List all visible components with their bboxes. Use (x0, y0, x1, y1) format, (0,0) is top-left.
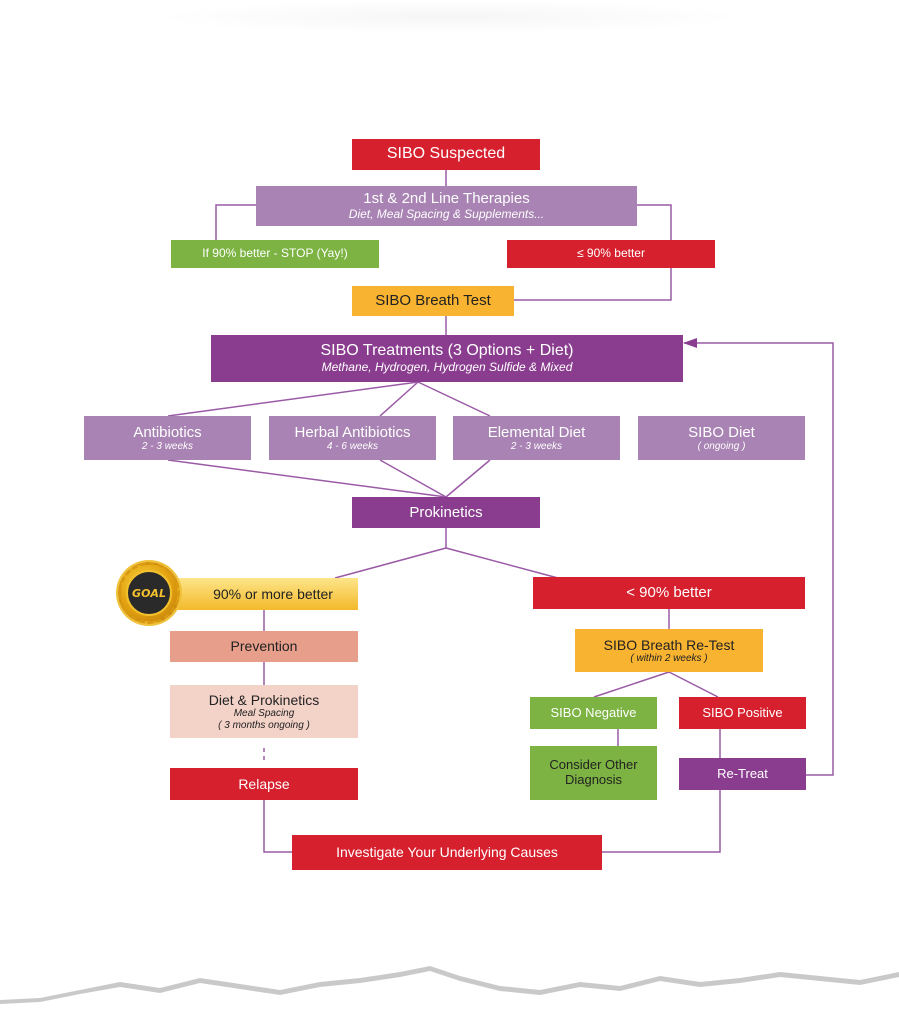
connector-elemental-prokinetics (445, 459, 491, 498)
prevention-label: Prevention (230, 638, 298, 655)
sibo-negative-node: SIBO Negative (530, 697, 657, 729)
le90-label: ≤ 90% better (577, 246, 645, 261)
relapse-label: Relapse (238, 775, 290, 792)
lt90-node: < 90% better (533, 577, 805, 609)
diet-prokinetics-line2: ( 3 months ongoing ) (218, 719, 310, 731)
better90-label: 90% or more better (213, 585, 333, 602)
stop-node: If 90% better - STOP (Yay!) (171, 240, 379, 268)
sibo-diet-title: SIBO Diet (688, 423, 755, 441)
treatments-subtitle: Methane, Hydrogen, Hydrogen Sulfide & Mi… (321, 359, 573, 374)
therapies-node: 1st & 2nd Line Therapies Diet, Meal Spac… (256, 186, 637, 226)
sibo-negative-label: SIBO Negative (550, 704, 637, 720)
herbal-antibiotics-title: Herbal Antibiotics (294, 423, 411, 441)
consider-other-label: Consider Other Diagnosis (549, 757, 638, 787)
sibo-diet-subtitle: ( ongoing ) (697, 440, 746, 452)
goal-badge-icon: GOAL (118, 562, 180, 624)
connector-relapse-investigate (263, 800, 292, 853)
connector-retest-negative (593, 671, 670, 698)
sibo-suspected-label: SIBO Suspected (386, 145, 506, 163)
sibo-positive-label: SIBO Positive (702, 704, 783, 720)
sibo-positive-node: SIBO Positive (679, 697, 806, 729)
connector-treatments-elemental (417, 381, 491, 417)
therapies-subtitle: Diet, Meal Spacing & Supplements... (348, 206, 545, 221)
le90-node: ≤ 90% better (507, 240, 715, 268)
better90-node: 90% or more better (170, 578, 358, 610)
antibiotics-title: Antibiotics (133, 423, 202, 441)
torn-paper-edge (0, 966, 899, 1024)
connector-le90-breathtest (514, 268, 672, 301)
top-shadow (150, 0, 750, 34)
connector-treatments-antibiotics (167, 381, 419, 417)
stop-label: If 90% better - STOP (Yay!) (202, 246, 348, 261)
connector-retreat-loop (683, 338, 834, 776)
antibiotics-node: Antibiotics 2 - 3 weeks (84, 416, 251, 460)
connector-split-right (445, 547, 559, 579)
treatments-title: SIBO Treatments (3 Options + Diet) (320, 342, 574, 360)
connector-herbal-prokinetics (379, 459, 447, 498)
prokinetics-node: Prokinetics (352, 497, 540, 528)
antibiotics-subtitle: 2 - 3 weeks (141, 440, 194, 452)
connector-investigate-retreat (602, 790, 721, 853)
therapies-title: 1st & 2nd Line Therapies (363, 190, 530, 208)
retreat-node: Re-Treat (679, 758, 806, 790)
retreat-label: Re-Treat (717, 765, 768, 781)
investigate-label: Investigate Your Underlying Causes (336, 844, 558, 861)
prevention-node: Prevention (170, 631, 358, 662)
retest-node: SIBO Breath Re-Test ( within 2 weeks ) (575, 629, 763, 672)
goal-badge-label: GOAL (132, 586, 166, 600)
retest-title: SIBO Breath Re-Test (603, 636, 735, 653)
connector-retest-positive (668, 671, 719, 698)
sibo-diet-node: SIBO Diet ( ongoing ) (638, 416, 805, 460)
elemental-diet-subtitle: 2 - 3 weeks (510, 440, 563, 452)
investigate-node: Investigate Your Underlying Causes (292, 835, 602, 870)
diet-prokinetics-title: Diet & Prokinetics (208, 691, 320, 708)
diet-prokinetics-line1: Meal Spacing (233, 708, 295, 720)
retest-subtitle: ( within 2 weeks ) (630, 652, 708, 664)
elemental-diet-node: Elemental Diet 2 - 3 weeks (453, 416, 620, 460)
breath-test-label: SIBO Breath Test (375, 292, 491, 310)
lt90-label: < 90% better (626, 584, 712, 602)
connector-treatments-herbal (379, 381, 419, 417)
elemental-diet-title: Elemental Diet (487, 423, 586, 441)
connector-therapies-stop (215, 204, 256, 240)
connector-split-left (334, 547, 447, 579)
sibo-suspected-node: SIBO Suspected (352, 139, 540, 170)
connector-therapies-le90 (637, 204, 672, 240)
connector-antibiotics-prokinetics (167, 459, 447, 498)
consider-other-node: Consider Other Diagnosis (530, 746, 657, 800)
diet-prokinetics-node: Diet & Prokinetics Meal Spacing ( 3 mont… (170, 685, 358, 738)
prokinetics-label: Prokinetics (409, 503, 483, 521)
relapse-node: Relapse (170, 768, 358, 800)
treatments-node: SIBO Treatments (3 Options + Diet) Metha… (211, 335, 683, 382)
herbal-antibiotics-subtitle: 4 - 6 weeks (326, 440, 379, 452)
herbal-antibiotics-node: Herbal Antibiotics 4 - 6 weeks (269, 416, 436, 460)
breath-test-node: SIBO Breath Test (352, 286, 514, 316)
